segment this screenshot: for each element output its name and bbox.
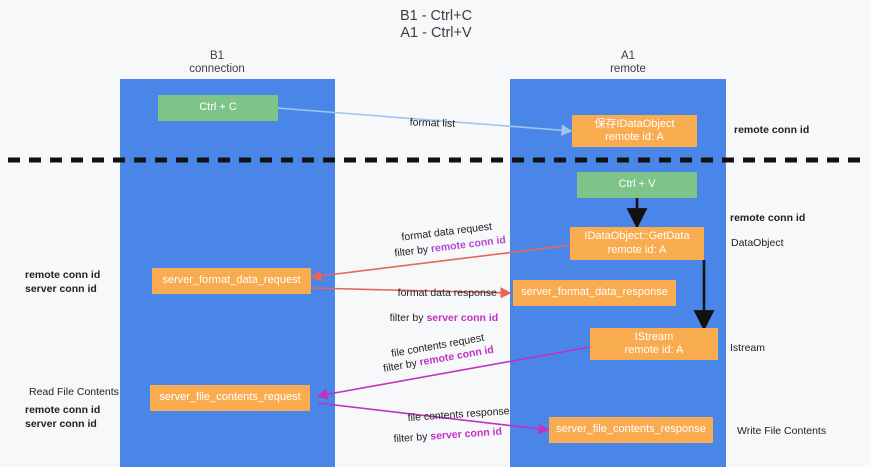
node-ctrl-v[interactable]: Ctrl + V xyxy=(577,172,697,198)
annotation-remote-conn-id-top: remote conn id xyxy=(734,124,810,136)
edge-label-format-list-text: format list xyxy=(409,116,456,130)
edge-label-format-data-response-filter: filter by server conn id xyxy=(378,299,499,338)
diagram-title-line1: B1 - Ctrl+C xyxy=(399,8,473,24)
filter-prefix: filter by xyxy=(393,430,431,446)
node-save-idataobject-line1: 保存IDataObject xyxy=(594,117,675,130)
node-server-format-data-request-label: server_format_data_request xyxy=(162,274,301,287)
annotation-left-remote-conn-id-1: remote conn id xyxy=(25,269,101,281)
node-server-format-data-response-label: server_format_data_response xyxy=(521,286,668,299)
lane-header-b1-line2: connection xyxy=(189,63,245,75)
edge-label-file-contents-response-filter: filter by server conn id xyxy=(381,413,504,460)
filter-key-remote-conn-id: remote conn id xyxy=(430,233,507,256)
node-save-idataobject-line2: remote id: A xyxy=(605,131,664,143)
node-server-format-data-response[interactable]: server_format_data_response xyxy=(513,280,676,306)
edge-label-format-list: format list xyxy=(397,103,456,144)
annotation-dataobject: DataObject xyxy=(731,237,784,249)
annotation-istream: Istream xyxy=(730,342,766,354)
node-server-file-contents-request[interactable]: server_file_contents_request xyxy=(150,385,310,411)
node-server-file-contents-response[interactable]: server_file_contents_response xyxy=(549,417,713,443)
node-save-idataobject[interactable]: 保存IDataObject remote id: A xyxy=(572,115,697,147)
diagram-title-line2: A1 - Ctrl+V xyxy=(400,25,472,41)
node-idataobject-getdata-line1: IDataObject::GetData xyxy=(584,230,690,242)
annotation-left-server-conn-id-2: server conn id xyxy=(25,418,97,430)
node-ctrl-c[interactable]: Ctrl + C xyxy=(158,95,278,121)
filter-prefix: filter by xyxy=(382,356,421,375)
annotation-write-file-contents: Write File Contents xyxy=(737,425,827,437)
node-server-format-data-request[interactable]: server_format_data_request xyxy=(152,268,311,294)
node-istream-line1: IStream xyxy=(634,330,674,343)
node-server-file-contents-request-label: server_file_contents_request xyxy=(159,391,301,404)
node-istream[interactable]: IStream remote id: A xyxy=(590,328,718,360)
annotation-remote-conn-id-mid: remote conn id xyxy=(730,212,806,224)
filter-key-remote-conn-id: remote conn id xyxy=(418,343,495,369)
annotation-left-server-conn-id-1: server conn id xyxy=(25,283,97,295)
edge-label-format-data-response: format data response xyxy=(386,274,497,313)
lane-header-a1-line1: A1 xyxy=(620,50,636,62)
node-server-file-contents-response-label: server_file_contents_response xyxy=(556,423,706,436)
filter-key-server-conn-id: server conn id xyxy=(426,312,499,324)
annotation-read-file-contents: Read File Contents xyxy=(29,386,119,398)
edge-label-format-data-response-text: format data response xyxy=(397,287,497,299)
node-idataobject-getdata[interactable]: IDataObject::GetData remote id: A xyxy=(570,227,704,260)
node-istream-line2: remote id: A xyxy=(624,344,684,356)
node-ctrl-v-label: Ctrl + V xyxy=(618,178,656,191)
lane-header-a1-line2: remote xyxy=(610,63,646,75)
filter-key-server-conn-id: server conn id xyxy=(429,425,503,443)
filter-prefix: filter by xyxy=(389,312,427,324)
annotation-left-remote-conn-id-2: remote conn id xyxy=(25,404,101,416)
lane-header-b1-line1: B1 xyxy=(209,50,225,62)
node-ctrl-c-label: Ctrl + C xyxy=(199,101,237,114)
node-idataobject-getdata-line2: remote id: A xyxy=(607,243,667,256)
filter-prefix: filter by xyxy=(393,243,432,260)
